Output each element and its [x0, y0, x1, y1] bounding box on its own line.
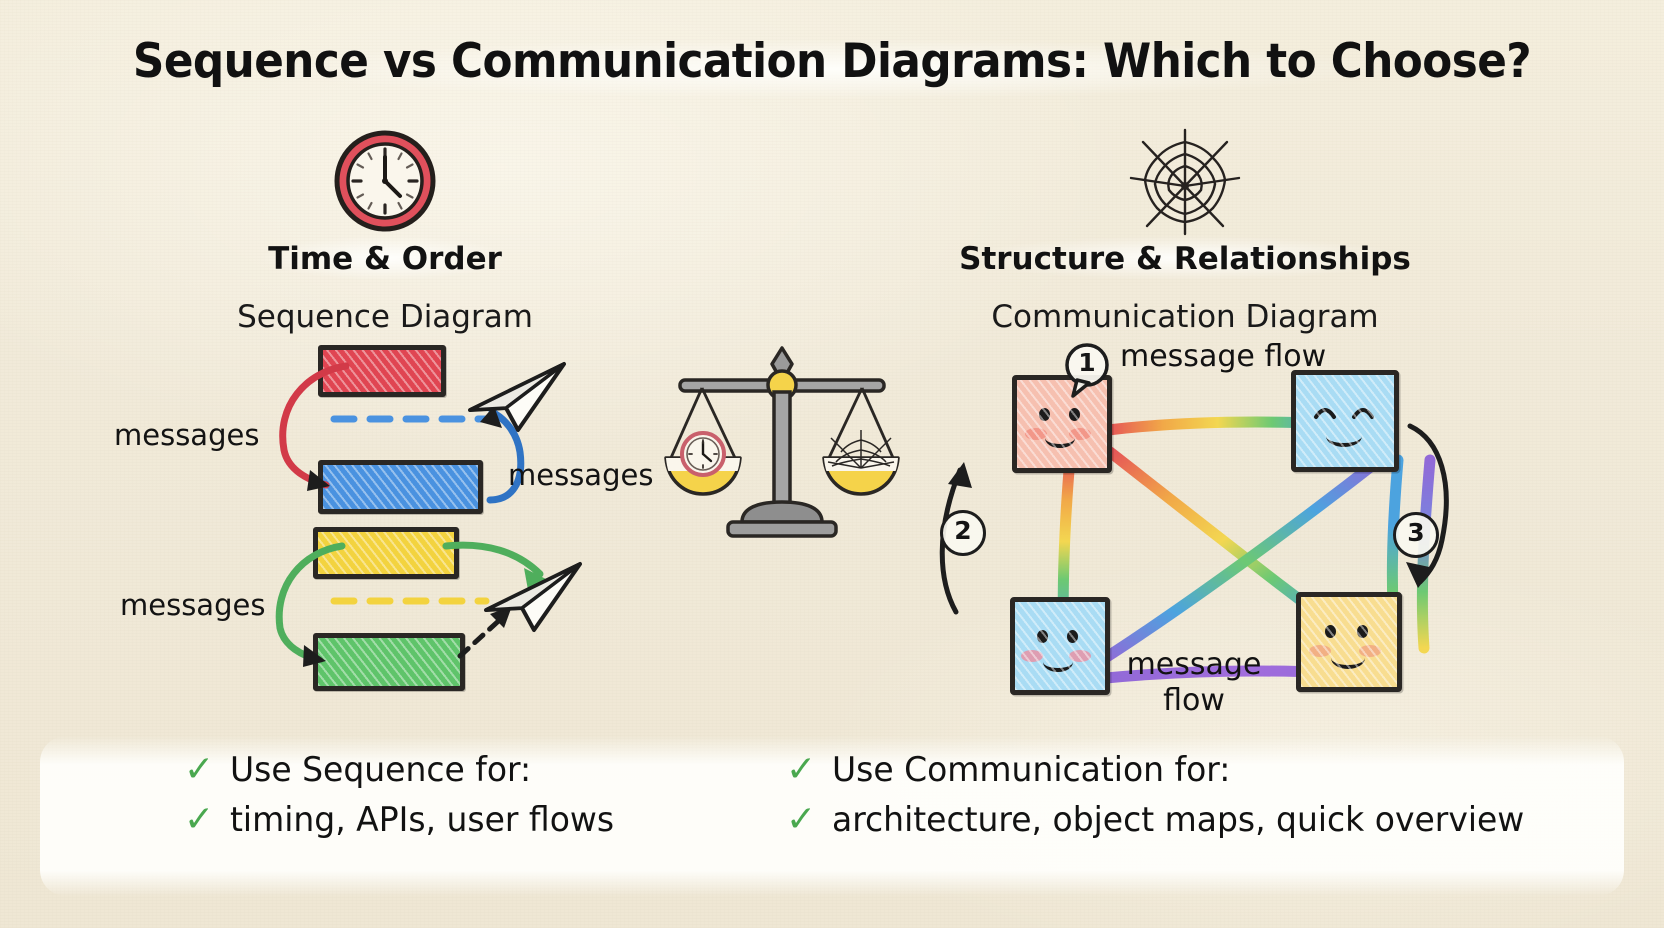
check-icon: ✓ — [184, 749, 215, 790]
check-icon: ✓ — [786, 799, 817, 840]
actor-bar-blue — [318, 460, 483, 514]
checklist-label: architecture, object maps, quick overvie… — [832, 800, 1525, 840]
eye-left-icon — [1039, 408, 1050, 421]
lifeline-blue — [330, 415, 490, 423]
message-flow-label-top: message flow — [1120, 339, 1327, 374]
cheek-left-icon — [1021, 650, 1043, 662]
lifeline-yellow — [330, 597, 490, 605]
checklist-item-left-1: ✓ timing, APIs, user flows — [184, 800, 626, 840]
eye-right-icon — [1067, 630, 1078, 643]
actor-bar-yellow — [313, 527, 459, 579]
right-panel-heading: Structure & Relationships — [959, 241, 1411, 277]
actor-bar-red — [318, 345, 446, 397]
checklist-item-left-0: ✓ Use Sequence for: — [184, 750, 541, 790]
checklist-item-right-1: ✓ architecture, object maps, quick overv… — [786, 800, 1546, 840]
happy-eyes-icon — [1314, 408, 1374, 419]
sequence-diagram-label: Sequence Diagram — [237, 299, 533, 335]
eye-right-icon — [1069, 408, 1080, 421]
check-icon: ✓ — [786, 749, 817, 790]
marker-1-number: 1 — [1078, 348, 1096, 377]
checklist-label: timing, APIs, user flows — [230, 800, 615, 840]
arrow-marker-3 — [1406, 423, 1449, 588]
check-icon: ✓ — [184, 799, 215, 840]
balance-scale-icon — [664, 346, 900, 538]
message-label-left-lower: messages — [120, 588, 266, 622]
marker-1-bubble-icon — [1065, 343, 1109, 398]
object-node-blue-bottom[interactable] — [1010, 597, 1110, 695]
title-highlight-band — [52, 28, 1612, 110]
smile-icon — [1043, 652, 1073, 672]
page-title: Sequence vs Communication Diagrams: Whic… — [132, 34, 1532, 89]
communication-diagram-label: Communication Diagram — [991, 299, 1379, 335]
arrow-black-dashed — [457, 606, 512, 659]
arrow-marker-2 — [939, 462, 972, 615]
clock-icon — [334, 130, 436, 232]
eye-left-icon — [1325, 625, 1336, 638]
paper-plane-icon — [484, 562, 582, 632]
smile-icon — [1326, 425, 1362, 447]
message-flow-label-bottom-line1: message — [1126, 647, 1262, 682]
spider-web-icon — [1129, 128, 1241, 236]
object-node-pink[interactable] — [1012, 375, 1112, 473]
smile-icon — [1331, 647, 1365, 669]
arrow-red-down — [279, 362, 350, 491]
object-node-blue-top[interactable] — [1291, 370, 1399, 472]
checklist-label: Use Communication for: — [832, 750, 1231, 790]
message-label-left-upper: messages — [114, 418, 260, 452]
checklist-item-right-0: ✓ Use Communication for: — [786, 750, 1243, 790]
eye-left-icon — [1037, 630, 1048, 643]
smile-icon — [1045, 428, 1075, 448]
message-flow-label-bottom-line2: flow — [1163, 683, 1225, 718]
checklist-highlight-band — [40, 736, 1624, 896]
cheek-right-icon — [1069, 650, 1091, 662]
arrow-green-right — [442, 541, 548, 590]
cheek-left-icon — [1309, 645, 1331, 657]
left-panel-heading: Time & Order — [268, 241, 502, 277]
message-label-right-upper: messages — [508, 458, 654, 492]
paper-plane-icon — [468, 362, 566, 432]
marker-3-number: 3 — [1393, 512, 1439, 558]
marker-2-number: 2 — [940, 510, 986, 556]
time-order-highlight — [252, 232, 518, 284]
actor-bar-green — [313, 633, 465, 691]
eye-right-icon — [1357, 625, 1368, 638]
checklist-label: Use Sequence for: — [230, 750, 532, 790]
arrow-green-down — [275, 542, 346, 667]
structure-relationships-highlight — [950, 232, 1420, 284]
arrow-blue-up — [480, 406, 525, 504]
object-node-yellow[interactable] — [1296, 592, 1402, 692]
cheek-left-icon — [1025, 428, 1047, 440]
